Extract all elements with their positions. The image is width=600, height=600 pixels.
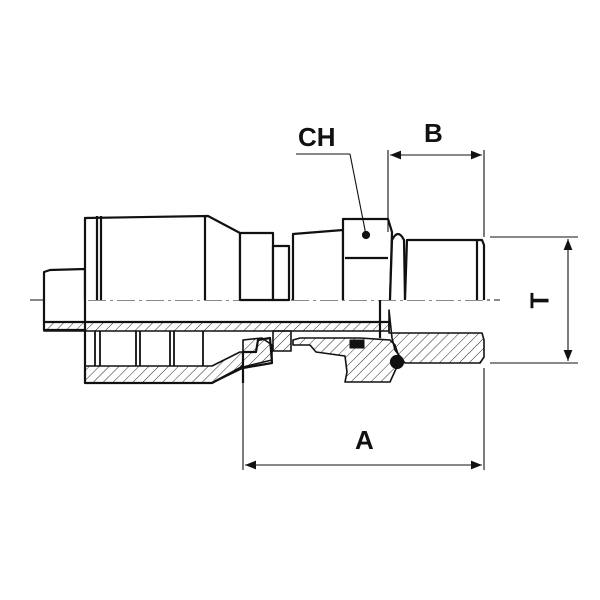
tube-wall: [43, 321, 390, 332]
o-ring: [389, 354, 405, 370]
label-b: B: [424, 118, 443, 148]
swivel-nut: [291, 228, 345, 300]
label-t: T: [524, 292, 555, 309]
label-a: A: [355, 425, 374, 455]
thread-end: [403, 238, 486, 301]
ch-leader: [349, 153, 367, 236]
ferrule: [83, 214, 242, 300]
hex: [341, 217, 394, 301]
nipple: [42, 267, 87, 332]
label-ch: CH: [298, 122, 336, 152]
socket-body: [238, 231, 275, 302]
